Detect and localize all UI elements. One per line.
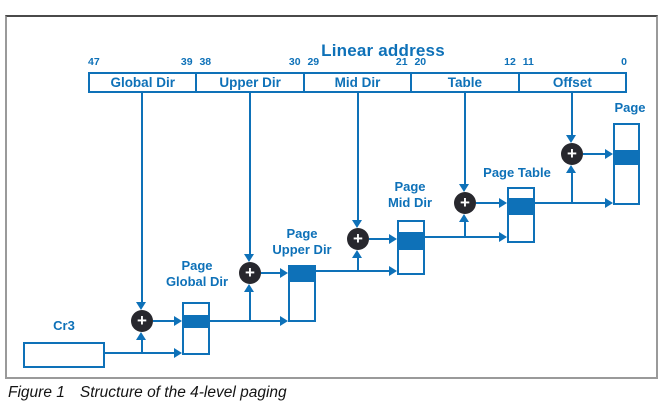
label-line: Mid Dir <box>387 195 433 210</box>
arrowhead-right-icon <box>605 149 613 159</box>
plus-adder-icon-page: + <box>561 143 583 165</box>
field-table: Table <box>410 74 517 91</box>
table-page-table <box>507 187 535 243</box>
arrowhead-right-icon <box>389 234 397 244</box>
connector-cr3-to-pgd <box>105 352 174 354</box>
bit-label-47: 47 <box>88 56 100 68</box>
table-cell <box>399 250 423 273</box>
label-page-mid-dir: Page Mid Dir <box>388 179 432 211</box>
figure-caption: Figure 1 Structure of the 4-level paging <box>8 384 287 402</box>
table-cell <box>615 165 638 203</box>
figure-caption-text: Structure of the 4-level paging <box>79 384 287 401</box>
table-page-upper-dir <box>288 265 316 322</box>
figure-frame <box>5 15 658 379</box>
arrowhead-right-icon <box>389 266 397 276</box>
arrowhead-down-icon <box>566 135 576 143</box>
bit-label-30-29: 30 29 <box>288 56 320 68</box>
table-cell-selected <box>509 198 533 215</box>
index-line-offset <box>571 93 573 135</box>
index-line-global-dir <box>141 93 143 303</box>
bit-label-21-20: 21 20 <box>395 56 427 68</box>
table-cell <box>615 125 638 150</box>
label-page-upper-dir: Page Upper Dir <box>272 226 331 258</box>
connector-adder-to-pt-entry <box>476 202 499 204</box>
table-cell <box>509 215 533 241</box>
arrowhead-up-icon <box>459 214 469 222</box>
table-page-global-dir <box>182 302 210 355</box>
arrowhead-right-icon <box>174 348 182 358</box>
label-page-table: Page Table <box>483 165 551 180</box>
arrowhead-down-icon <box>244 254 254 262</box>
label-line: Global Dir <box>165 274 229 289</box>
arrowhead-down-icon <box>136 302 146 310</box>
bit-label-39-38: 39 38 <box>180 56 212 68</box>
label-page: Page <box>614 100 646 115</box>
table-page-mid-dir <box>397 220 425 275</box>
table-cell-selected <box>615 150 638 165</box>
branch-to-adder-pud <box>249 292 251 321</box>
table-cell <box>290 282 314 320</box>
field-offset: Offset <box>517 74 625 91</box>
cr3-register-box <box>23 342 105 368</box>
index-line-mid-dir <box>357 93 359 220</box>
table-cell-selected <box>184 315 208 328</box>
table-cell-selected <box>290 267 314 282</box>
bit-label-12-11: 12 11 <box>504 56 534 68</box>
arrowhead-up-icon <box>352 250 362 258</box>
arrowhead-right-icon <box>280 268 288 278</box>
bit-label-0: 0 <box>621 56 627 68</box>
cr3-label: Cr3 <box>53 318 75 333</box>
arrowhead-right-icon <box>499 198 507 208</box>
plus-adder-icon-pt: + <box>454 192 476 214</box>
field-mid-dir: Mid Dir <box>302 74 410 91</box>
arrowhead-down-icon <box>352 220 362 228</box>
arrowhead-down-icon <box>459 184 469 192</box>
table-cell <box>184 328 208 353</box>
arrowhead-right-icon <box>499 232 507 242</box>
plus-adder-icon-pud: + <box>239 262 261 284</box>
connector-adder-to-pgd-entry <box>153 320 174 322</box>
label-line: Page <box>394 179 426 194</box>
figure-number: Figure 1 <box>8 384 65 401</box>
connector-pmd-to-pt <box>425 236 499 238</box>
arrowhead-right-icon <box>174 316 182 326</box>
label-line: Page <box>181 258 213 273</box>
index-line-table <box>464 93 466 184</box>
branch-to-adder-pmd <box>357 258 359 271</box>
plus-adder-icon-pmd: + <box>347 228 369 250</box>
diagram-title: Linear address <box>321 41 445 60</box>
arrowhead-up-icon <box>244 284 254 292</box>
linear-address-box: Global Dir Upper Dir Mid Dir Table Offse… <box>88 72 627 93</box>
label-line: Upper Dir <box>272 242 332 257</box>
branch-to-adder-pgd <box>141 340 143 353</box>
connector-adder-to-pmd-entry <box>369 238 389 240</box>
table-cell-selected <box>399 232 423 250</box>
table-cell <box>509 189 533 198</box>
branch-to-adder-pt <box>464 222 466 237</box>
label-line: Page <box>286 226 318 241</box>
table-page <box>613 123 640 205</box>
field-upper-dir: Upper Dir <box>195 74 302 91</box>
label-page-global-dir: Page Global Dir <box>166 258 228 290</box>
table-cell <box>184 304 208 315</box>
arrowhead-right-icon <box>605 198 613 208</box>
arrowhead-up-icon <box>566 165 576 173</box>
branch-to-adder-page <box>571 173 573 203</box>
connector-adder-to-page-cell <box>583 153 605 155</box>
arrowhead-up-icon <box>136 332 146 340</box>
arrowhead-right-icon <box>280 316 288 326</box>
connector-adder-to-pud-entry <box>261 272 280 274</box>
connector-pt-to-page <box>535 202 605 204</box>
field-global-dir: Global Dir <box>110 75 175 90</box>
index-line-upper-dir <box>249 93 251 254</box>
connector-pgd-to-pud <box>210 320 280 322</box>
connector-pud-to-pmd <box>316 270 389 272</box>
table-cell <box>399 222 423 232</box>
plus-adder-icon-pgd: + <box>131 310 153 332</box>
